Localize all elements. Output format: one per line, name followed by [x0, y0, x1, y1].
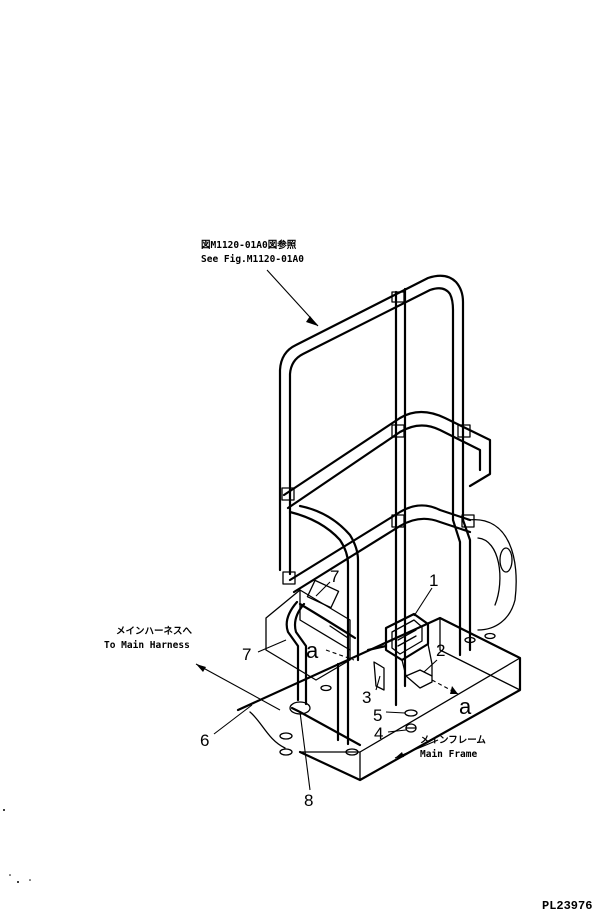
main-frame-note-jp: メインフレーム	[420, 735, 486, 746]
callout-8: 8	[304, 791, 313, 810]
callout-2: 2	[436, 641, 445, 660]
callout-7-left: 7	[242, 645, 251, 664]
main-harness-note-jp: メインハーネスへ	[116, 626, 193, 637]
callout-4: 4	[374, 724, 383, 743]
lamp-assembly	[366, 612, 459, 733]
callout-5: 5	[373, 706, 382, 725]
tank-body	[467, 519, 517, 631]
wire-harness	[285, 600, 362, 747]
callout-3: 3	[362, 688, 371, 707]
leader-lines	[195, 269, 439, 791]
handrail	[278, 274, 492, 746]
main-harness-note-en: To Main Harness	[104, 640, 190, 651]
callout-1: 1	[429, 571, 438, 590]
connection-mark-a-right: a	[459, 694, 472, 719]
main-frame-note-en: Main Frame	[420, 749, 477, 760]
connection-mark-a-left: a	[306, 638, 319, 663]
see-fig-note-jp: 図M1120-01A0図参照	[201, 239, 297, 251]
see-fig-note-en: See Fig.M1120-01A0	[201, 254, 304, 265]
drawing-code: PL23976	[542, 899, 592, 913]
callout-6: 6	[200, 731, 209, 750]
scan-specks	[3, 809, 31, 883]
callout-7-top: 7	[330, 567, 339, 586]
